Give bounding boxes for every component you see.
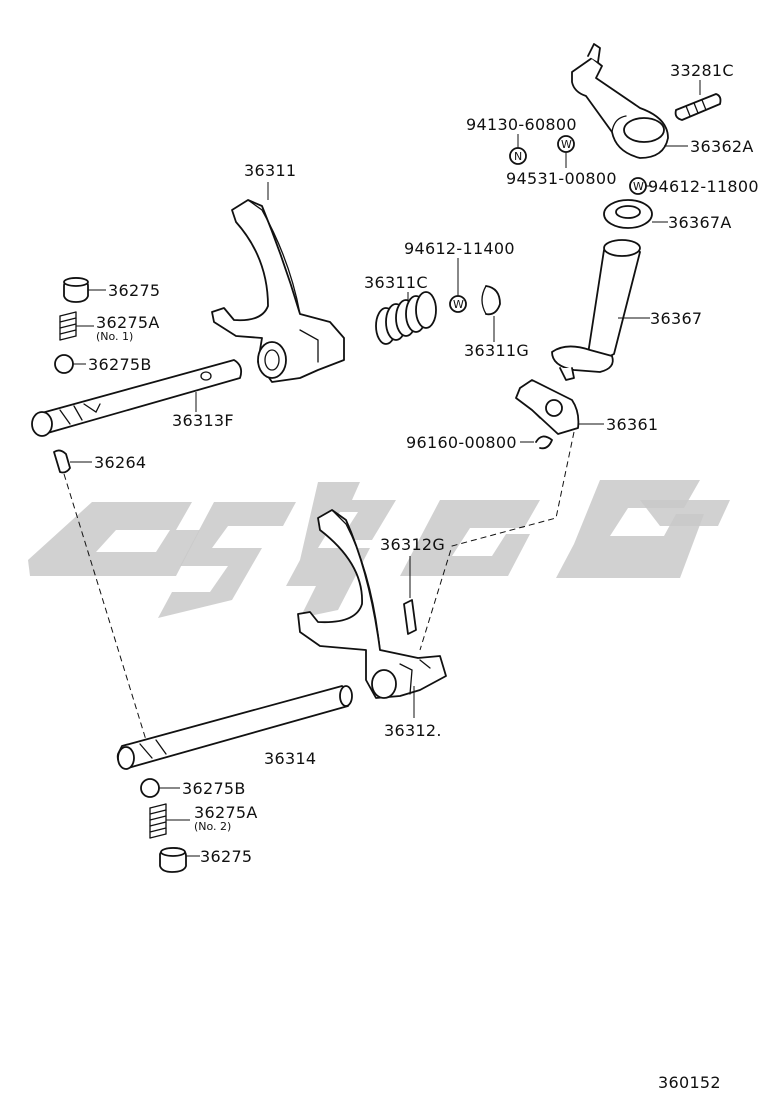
part-36367A-seal xyxy=(603,199,668,229)
marker-n-94130: N xyxy=(509,134,527,165)
part-96160-clip xyxy=(520,435,553,450)
part-36275B-ball-bottom xyxy=(140,778,180,798)
part-36361-plate xyxy=(515,379,604,435)
label-36264: 36264 xyxy=(94,453,146,472)
part-36311G-snapring xyxy=(481,285,501,342)
label-36275A-top-note: (No. 1) xyxy=(96,330,133,343)
label-36275B-bottom: 36275B xyxy=(182,779,246,798)
label-36314: 36314 xyxy=(264,749,316,768)
assembly-line-36264 xyxy=(63,473,147,741)
part-33281C-pin xyxy=(674,80,722,121)
diagram-id: 360152 xyxy=(658,1073,721,1092)
part-36275B-ball-top xyxy=(54,354,86,374)
watermark-logo xyxy=(28,480,730,618)
n-symbol: N xyxy=(514,150,522,163)
w-symbol: W xyxy=(633,180,644,193)
w-symbol: W xyxy=(453,298,464,311)
label-94531-00800: 94531-00800 xyxy=(506,169,617,188)
label-36311: 36311 xyxy=(244,161,296,180)
label-36275-top: 36275 xyxy=(108,281,160,300)
w-symbol: W xyxy=(561,138,572,151)
marker-w-94612-11400: W xyxy=(449,258,467,313)
label-36367: 36367 xyxy=(650,309,702,328)
label-36362A: 36362A xyxy=(690,137,754,156)
label-36275A-top: 36275A xyxy=(96,313,160,332)
part-36312G-pin xyxy=(403,556,417,635)
label-36275-bottom: 36275 xyxy=(200,847,252,866)
label-36367A: 36367A xyxy=(668,213,732,232)
label-94612-11400: 94612-11400 xyxy=(404,239,515,258)
label-36313F: 36313F xyxy=(172,411,234,430)
label-36275B-top: 36275B xyxy=(88,355,152,374)
part-36275A-spring-top xyxy=(59,311,94,341)
label-94612-11800: 94612-11800 xyxy=(648,177,759,196)
part-36264-pin xyxy=(53,449,92,474)
label-94130-60800: 94130-60800 xyxy=(466,115,577,134)
part-36367-shaft xyxy=(551,239,650,381)
label-36275A-bottom-note: (No. 2) xyxy=(194,820,231,833)
part-36362A-lever xyxy=(571,43,688,159)
label-36361: 36361 xyxy=(606,415,658,434)
label-36275A-bottom: 36275A xyxy=(194,803,258,822)
part-36275-plug-bottom xyxy=(159,847,200,873)
part-36275A-spring-bottom xyxy=(149,803,190,839)
part-36313F-shaft xyxy=(31,359,243,437)
part-36311-fork xyxy=(211,182,345,383)
part-36311C-spring xyxy=(375,291,437,345)
assembly-line-36361 xyxy=(419,431,575,651)
part-36314-shaft xyxy=(116,685,353,770)
label-36311G: 36311G xyxy=(464,341,529,360)
part-36275-plug-top xyxy=(63,277,106,303)
marker-w-94612-11800: W xyxy=(629,177,647,195)
label-36312: 36312. xyxy=(384,721,442,740)
label-96160-00800: 96160-00800 xyxy=(406,433,517,452)
label-36311C: 36311C xyxy=(364,273,428,292)
marker-w-94531: W xyxy=(557,135,575,168)
label-36312G: 36312G xyxy=(380,535,445,554)
label-33281C: 33281C xyxy=(670,61,734,80)
part-36312-fork xyxy=(297,509,447,718)
